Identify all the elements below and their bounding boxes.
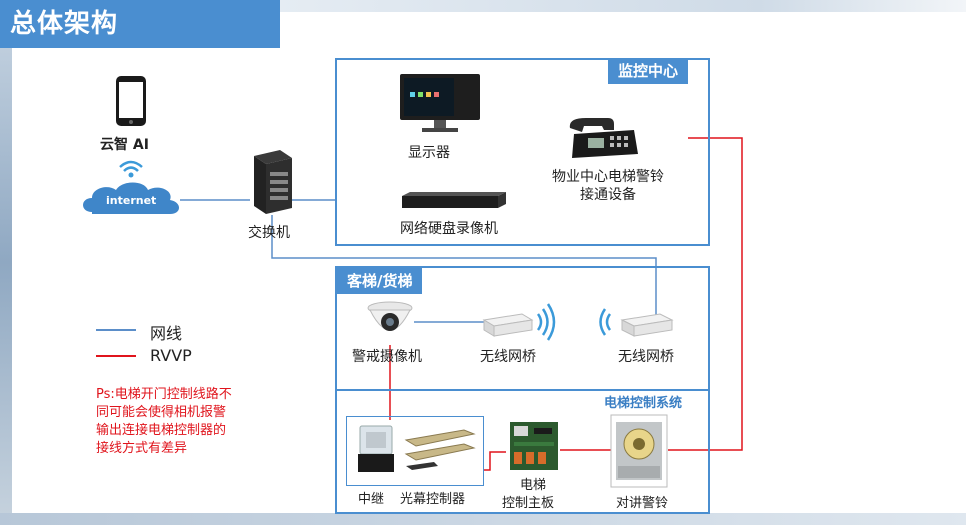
nvr-icon xyxy=(402,192,506,208)
page-title: 总体架构 xyxy=(0,0,280,48)
network-switch-icon xyxy=(254,150,292,214)
cloud-label: internet xyxy=(106,194,157,207)
note-line1: Ps:电梯开门控制线路不 xyxy=(96,387,232,402)
background-strip-bottom xyxy=(0,513,966,525)
wiring-note: Ps:电梯开门控制线路不 同可能会使得相机报警 输出连接电梯控制器的 接线方式有… xyxy=(96,386,271,458)
dome-camera-icon xyxy=(367,301,413,331)
light-curtain-icon xyxy=(404,429,476,470)
cloud-icon xyxy=(83,182,179,214)
board-label-line1: 电梯 xyxy=(520,478,547,493)
camera-label: 警戒摄像机 xyxy=(352,349,422,365)
elevator-divider xyxy=(336,389,709,391)
line-rvvp-relay-board xyxy=(484,451,506,471)
display-label: 显示器 xyxy=(408,145,450,161)
intercom-label: 对讲警铃 xyxy=(616,496,669,511)
wifi-icon xyxy=(119,160,143,178)
desk-phone-icon xyxy=(569,118,638,158)
curtain-label: 光幕控制器 xyxy=(400,492,466,507)
background-strip-top xyxy=(280,0,966,12)
nvr-label: 网络硬盘录像机 xyxy=(400,221,498,237)
alarm-device-label-line1: 物业中心电梯警铃 xyxy=(552,169,664,185)
note-line2: 同可能会使得相机报警 xyxy=(96,405,227,420)
switch-label: 交换机 xyxy=(248,225,290,241)
wireless-bridge-icon-1 xyxy=(482,303,556,341)
note-line3: 输出连接电梯控制器的 xyxy=(96,423,227,438)
legend-rvvp-label: RVVP xyxy=(150,346,192,365)
wireless-bridge-icon-2 xyxy=(599,308,674,337)
line-rvvp-phone-intercom xyxy=(668,137,743,451)
board-label-line2: 控制主板 xyxy=(502,496,555,511)
alarm-device-label-line2: 接通设备 xyxy=(580,187,636,203)
bridge2-label: 无线网桥 xyxy=(618,349,674,365)
legend-network-label: 网线 xyxy=(150,324,183,343)
line-switch-bridge xyxy=(271,215,657,318)
relay-icon xyxy=(358,425,394,472)
note-line4: 接线方式有差异 xyxy=(96,441,188,456)
elevator-control-title: 电梯控制系统 xyxy=(604,396,683,411)
monitor-center-tag: 监控中心 xyxy=(608,58,689,84)
background-strip-left xyxy=(0,0,12,525)
relay-curtain-group xyxy=(346,416,484,486)
relay-label: 中继 xyxy=(358,492,385,507)
elevator-tag: 客梯/货梯 xyxy=(337,268,423,294)
display-monitor-icon xyxy=(400,74,480,132)
smartphone-icon xyxy=(116,76,146,126)
bridge1-label: 无线网桥 xyxy=(480,349,536,365)
elevator-intercom-icon xyxy=(610,414,668,488)
phone-label: 云智 AI xyxy=(100,137,149,153)
control-board-icon xyxy=(510,422,558,470)
monitor-center-box xyxy=(335,58,710,246)
